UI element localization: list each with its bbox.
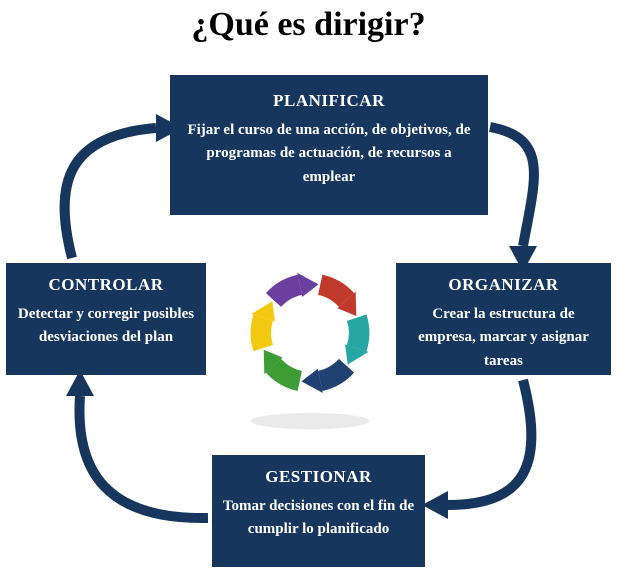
box-controlar-heading: CONTROLAR: [48, 275, 164, 294]
cycle-segment: [301, 358, 355, 394]
cycle-arrows-icon: [250, 272, 370, 430]
page-title: ¿Qué es dirigir?: [191, 6, 426, 43]
box-organizar: ORGANIZAR Crear la estructura de empresa…: [396, 263, 611, 375]
cycle-shadow: [250, 412, 370, 430]
arrowhead-icon: [422, 491, 448, 519]
box-organizar-body: Crear la estructura de empresa, marcar y…: [418, 306, 589, 369]
arrow-gestionar-to-controlar: [66, 370, 209, 524]
box-controlar-body: Detectar y corregir posibles desviacione…: [17, 306, 195, 346]
box-controlar: CONTROLAR Detectar y corregir posibles d…: [6, 263, 206, 375]
cycle-segment: [250, 301, 275, 352]
box-gestionar-body: Tomar decisiones con el fin de cumplir l…: [222, 498, 415, 538]
cycle-segment: [265, 272, 319, 308]
cycle-segment: [263, 349, 303, 391]
box-planificar: PLANIFICAR Fijar el curso de una acción,…: [170, 75, 488, 215]
box-gestionar: GESTIONAR Tomar decisiones con el fin de…: [212, 455, 425, 567]
cycle-segment: [345, 314, 370, 365]
arrow-organizar-to-gestionar: [422, 378, 537, 519]
box-gestionar-heading: GESTIONAR: [265, 467, 372, 486]
box-planificar-body: Fijar el curso de una acción, de objetiv…: [187, 122, 471, 185]
arrow-planificar-to-organizar: [489, 122, 539, 272]
arrow-controlar-to-planificar: [59, 114, 182, 260]
box-organizar-heading: ORGANIZAR: [448, 275, 559, 294]
cycle-segment: [317, 274, 357, 317]
box-planificar-heading: PLANIFICAR: [273, 91, 385, 110]
